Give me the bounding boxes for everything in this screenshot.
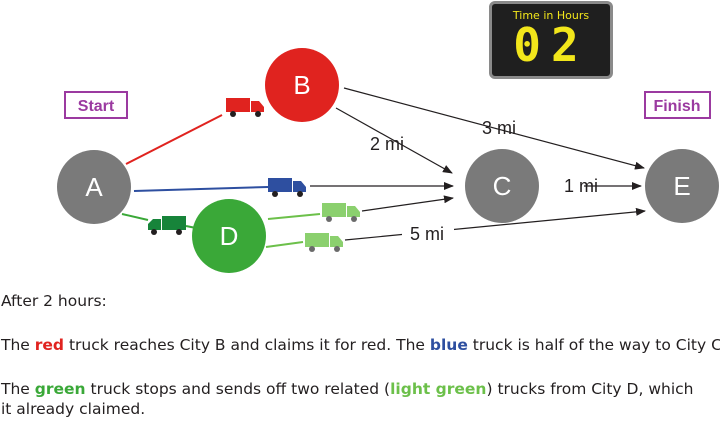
node-e: E	[645, 149, 719, 223]
edge-a-d	[121, 213, 149, 221]
finish-label-box: Finish	[644, 91, 711, 119]
start-label-box: Start	[64, 91, 128, 119]
caption-p2-green: green	[34, 380, 86, 398]
caption-p2-post: ) trucks from City D, which	[486, 380, 694, 398]
edge-d-c	[361, 195, 454, 212]
caption-heading: After 2 hours:	[1, 292, 107, 310]
node-c-label: C	[493, 171, 512, 201]
edge-d-e	[344, 207, 646, 241]
edge-b-e	[343, 87, 645, 170]
timer-value: 02	[513, 18, 589, 72]
truck-icon-light-green-1	[322, 203, 360, 222]
edge-d-e-light	[265, 241, 304, 248]
node-b: B	[265, 48, 339, 122]
edge-label-c-e: 1 mi	[564, 176, 598, 196]
caption-p2-light-green: light green	[390, 380, 487, 398]
node-b-label: B	[293, 70, 310, 100]
finish-label: Finish	[653, 98, 700, 115]
edge-d-c-light	[267, 213, 321, 220]
edge-a-b	[125, 114, 223, 165]
caption-paragraph-1: The red truck reaches City B and claims …	[1, 335, 720, 355]
truck-icon-red	[226, 98, 264, 117]
truck-icon-green	[148, 216, 186, 235]
node-d-label: D	[220, 221, 239, 251]
truck-icon-light-green-2	[305, 233, 343, 252]
caption-p1-blue: blue	[429, 336, 468, 354]
caption-p2-mid: truck stops and sends off two related (	[85, 380, 391, 398]
node-c: C	[465, 149, 539, 223]
edge-a-c	[133, 186, 269, 192]
caption-p1-post: truck is half of the way to City C.	[467, 336, 720, 354]
edge-label-b-c: 2 mi	[370, 134, 404, 154]
edge-label-b-e: 3 mi	[482, 118, 516, 138]
start-label: Start	[78, 98, 115, 115]
caption-paragraph-2-cont: it already claimed.	[1, 400, 146, 418]
caption-p1-red: red	[34, 336, 65, 354]
caption-p2-pre: The	[1, 380, 35, 398]
caption-p1-mid: truck reaches City B and claims it for r…	[64, 336, 430, 354]
timer-label: Time in Hours	[512, 9, 590, 22]
edge-label-d-e: 5 mi	[410, 224, 444, 244]
caption-p1-pre: The	[1, 336, 35, 354]
node-a-label: A	[85, 172, 103, 202]
node-e-label: E	[673, 171, 690, 201]
edge-b-c	[335, 107, 453, 174]
timer-display: Time in Hours 02	[489, 1, 613, 79]
caption-paragraph-2: The green truck stops and sends off two …	[1, 379, 693, 399]
truck-icon-blue	[268, 178, 306, 197]
node-a: A	[57, 150, 131, 224]
node-d: D	[192, 199, 266, 273]
